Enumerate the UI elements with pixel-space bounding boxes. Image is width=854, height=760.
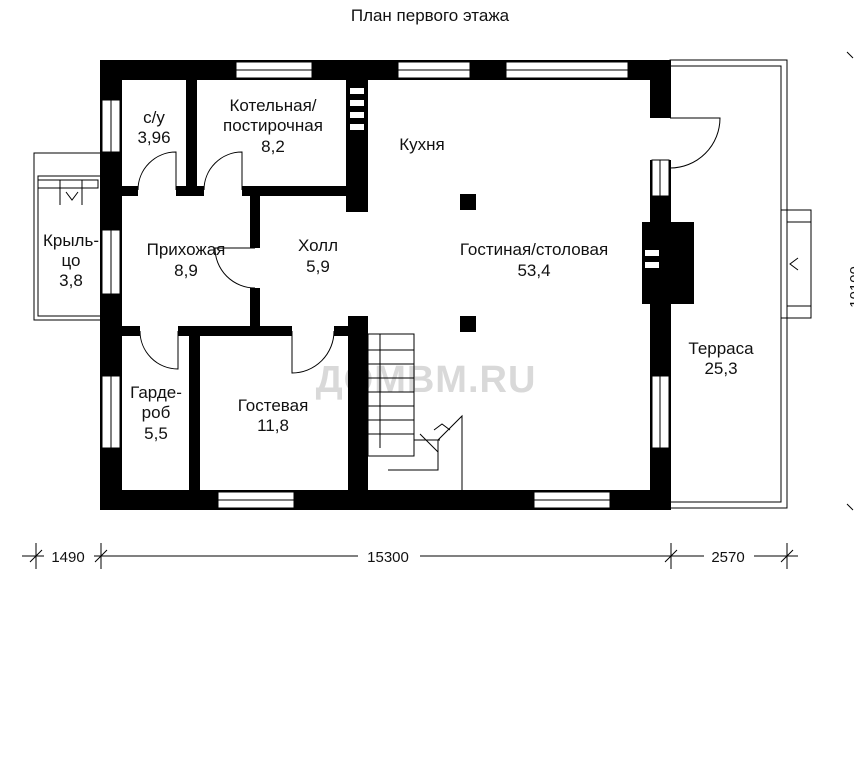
room-boiler-name-2: постирочная	[223, 116, 323, 135]
room-porch-name-1: Крыль-	[43, 231, 99, 250]
room-boiler-area: 8,2	[261, 137, 285, 156]
right-dimension-line: 10100	[846, 51, 854, 511]
room-wardrobe-name-1: Гарде-	[130, 383, 182, 402]
room-labels: с/у 3,96 Котельная/ постирочная 8,2 Кухн…	[43, 96, 754, 443]
room-porch-name-2: цо	[61, 251, 80, 270]
dimension-right-vertical: 10100	[847, 266, 854, 308]
room-guest-name: Гостевая	[238, 396, 309, 415]
dimension-right: 2570	[711, 549, 744, 566]
room-guest-area: 11,8	[257, 416, 289, 435]
staircase	[367, 333, 463, 490]
room-bath-name: с/у	[143, 108, 165, 127]
windows	[101, 61, 670, 509]
door-gaps	[138, 118, 672, 337]
room-hallway-name: Прихожая	[147, 240, 226, 259]
room-bath-area: 3,96	[137, 128, 170, 147]
room-porch-area: 3,8	[59, 271, 83, 290]
room-living-name: Гостиная/столовая	[460, 240, 608, 259]
column-1	[460, 194, 476, 210]
room-terrace-area: 25,3	[704, 359, 737, 378]
room-living-area: 53,4	[517, 261, 550, 280]
room-terrace-name: Терраса	[688, 339, 754, 358]
door-swings	[137, 117, 721, 374]
room-wardrobe-name-2: роб	[142, 403, 171, 422]
column-2	[460, 316, 476, 332]
room-wardrobe-area: 5,5	[144, 424, 168, 443]
dimension-middle: 15300	[367, 549, 409, 566]
room-hall-area: 5,9	[306, 257, 330, 276]
room-hallway-area: 8,9	[174, 261, 198, 280]
dimension-left: 1490	[51, 549, 84, 566]
room-kitchen-name: Кухня	[399, 135, 445, 154]
plan-title: План первого этажа	[351, 6, 510, 25]
fireplace	[642, 222, 694, 304]
bottom-dimension-line: 1490 15300 2570	[22, 543, 798, 569]
outer-walls	[100, 60, 671, 510]
vent-ducts	[346, 84, 368, 148]
room-boiler-name-1: Котельная/	[229, 96, 316, 115]
room-hall-name: Холл	[298, 236, 338, 255]
